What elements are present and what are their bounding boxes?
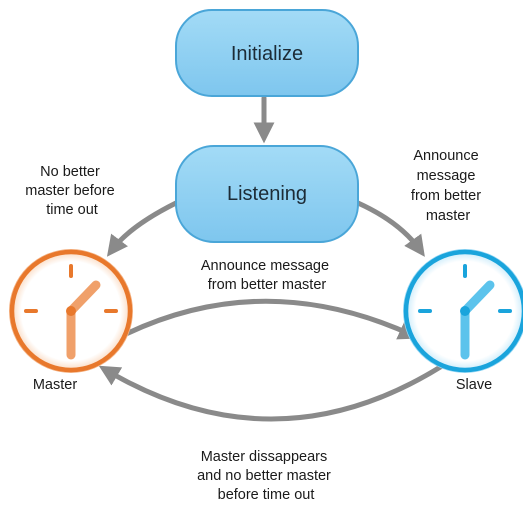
transition-arrows bbox=[98, 95, 445, 422]
label-master-disappears: Master dissappears and no better master … bbox=[197, 449, 335, 503]
master-clock-icon bbox=[9, 249, 133, 373]
slave-label: Slave bbox=[456, 377, 492, 393]
label-announce-middle: Announce message from better master bbox=[201, 258, 333, 293]
arrow-master-to-slave bbox=[123, 298, 420, 340]
arrow-listening-to-master bbox=[106, 200, 179, 257]
state-listening: Listening bbox=[175, 145, 359, 243]
arrow-slave-to-master bbox=[98, 363, 445, 422]
master-label: Master bbox=[33, 377, 77, 393]
label-no-better-master: No better master before time out bbox=[25, 164, 119, 218]
slave-clock-icon bbox=[403, 249, 523, 373]
arrow-listening-to-slave bbox=[355, 200, 425, 257]
state-initialize-label: Initialize bbox=[231, 43, 303, 65]
label-announce-right: Announce message from better master bbox=[411, 148, 485, 224]
state-initialize: Initialize bbox=[175, 9, 359, 97]
state-listening-label: Listening bbox=[227, 183, 307, 205]
